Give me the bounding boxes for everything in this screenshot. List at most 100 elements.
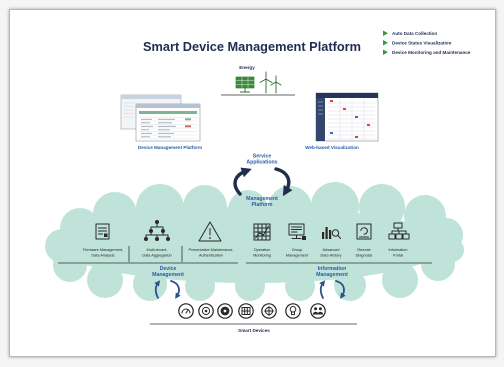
grid-device-icon <box>238 303 254 319</box>
group-monitor-content <box>291 226 302 233</box>
warning-triangle <box>198 221 222 242</box>
feature-label: Group <box>292 248 303 252</box>
web-sidebar-items <box>318 101 323 115</box>
legend-bullet-icon <box>383 30 388 36</box>
cloud-bump <box>382 262 418 298</box>
person-head <box>318 307 322 311</box>
front-window-titlebar <box>136 104 200 108</box>
feature-label: Diagnosis <box>356 254 373 258</box>
wind-turbine-icon <box>259 71 282 94</box>
feature-label: Multi-tenant, <box>147 248 168 252</box>
device-management-platform-screenshot <box>120 94 201 142</box>
target-center <box>204 309 208 313</box>
web-status-red <box>355 136 358 138</box>
org-chart-child-box <box>402 233 410 240</box>
device-uplink-arrow <box>154 280 161 299</box>
record-center <box>223 309 227 313</box>
group-monitor-stand <box>291 234 302 239</box>
web-grid-columns <box>339 99 365 140</box>
org-chart-connectors <box>391 227 407 235</box>
cloud-bump <box>235 271 265 301</box>
legend-bullet-icon <box>383 40 388 46</box>
feature-label: Information <box>389 248 408 252</box>
feature-label: Preventative Maintenance, <box>189 248 234 252</box>
device-downlink-arrow <box>170 280 181 299</box>
device-management-title: Management <box>152 272 184 278</box>
gauge-arc <box>181 308 191 314</box>
status-cell-green <box>185 118 191 121</box>
warning-triangle-icon <box>198 221 222 242</box>
cloud-bump <box>136 184 184 232</box>
bar <box>329 230 332 239</box>
org-chart-child-box <box>395 233 403 240</box>
web-grid-rows <box>328 102 375 140</box>
device-circle <box>285 303 301 319</box>
management-platform-cloud <box>45 182 464 301</box>
cloud-bump <box>133 267 167 301</box>
management-platform-label: Platform <box>251 202 272 208</box>
person-node <box>144 237 148 241</box>
feature-label: Data Analysis <box>91 254 114 258</box>
smart-devices: Smart Devices <box>150 303 357 333</box>
cloud-bump <box>53 248 87 282</box>
table-header <box>139 111 197 114</box>
web-sidebar <box>316 98 325 141</box>
group-monitor-badge <box>302 236 306 240</box>
web-status-red <box>330 100 333 102</box>
wind-turbine-1 <box>259 71 273 94</box>
feature-label: Monitoring <box>253 254 271 258</box>
magnifier-handle <box>337 234 341 239</box>
org-chart-child-box <box>388 233 396 240</box>
feature-label: Advanced <box>323 248 340 252</box>
firmware-chip <box>104 233 108 237</box>
device-management-features: Firmware Management, Data Analysis Multi… <box>83 220 234 262</box>
cloud-bump <box>285 271 315 301</box>
web-window <box>315 92 379 142</box>
org-chart-icon <box>388 222 410 240</box>
gauge-needle <box>185 309 189 314</box>
bulb-icon <box>285 303 301 319</box>
information-management-features: Operation Monitoring Group Management Ad… <box>253 222 410 258</box>
person-node <box>155 237 159 241</box>
grid-chart-icon <box>253 223 271 241</box>
gauge-icon <box>178 303 194 319</box>
cloud-bump <box>87 262 123 298</box>
information-uplink-arrow <box>319 280 326 299</box>
remote-diagnosis-icon <box>356 223 372 240</box>
feature-label: Portal <box>393 254 403 258</box>
back-window-titlebar <box>121 95 181 99</box>
person-node <box>149 229 153 233</box>
record-icon <box>217 303 233 319</box>
device-management-title: Device <box>160 266 177 272</box>
status-cell-red <box>185 125 191 128</box>
cloud-bump <box>228 190 268 230</box>
energy-label: Energy <box>239 65 255 70</box>
feature-label: Operation <box>254 248 271 252</box>
web-status-blue <box>355 116 358 118</box>
feature-label: Authentication <box>199 254 223 258</box>
energy-source: Energy <box>221 65 295 96</box>
cloud-bump <box>359 184 405 230</box>
legend: Auto Data Collection Device Status Visua… <box>383 30 471 55</box>
cloud-bump <box>183 185 227 229</box>
web-topbar <box>316 93 378 98</box>
upward-cycle-arrow <box>233 167 252 196</box>
bar <box>322 232 325 239</box>
grid-chart-trend <box>255 225 269 239</box>
legend-item: Device Monitoring and Maintenance <box>392 50 471 55</box>
cloud-bump <box>268 186 312 230</box>
back-window-rows <box>124 102 134 118</box>
table-rows <box>139 117 197 139</box>
device-management-platform-label: Device Management Platform <box>138 145 202 150</box>
table-cells <box>141 118 176 138</box>
bar <box>325 227 328 239</box>
person-body <box>312 311 324 315</box>
smart-devices-label: Smart Devices <box>238 328 270 333</box>
person-node <box>155 220 159 224</box>
web-visualization-screenshot <box>315 92 379 142</box>
firmware-document-lines <box>98 227 107 235</box>
crosshair-lines <box>264 306 274 316</box>
page-title: Smart Device Management Platform <box>143 39 361 54</box>
solar-panel-body <box>235 76 255 89</box>
group-monitor-icon <box>288 223 306 240</box>
